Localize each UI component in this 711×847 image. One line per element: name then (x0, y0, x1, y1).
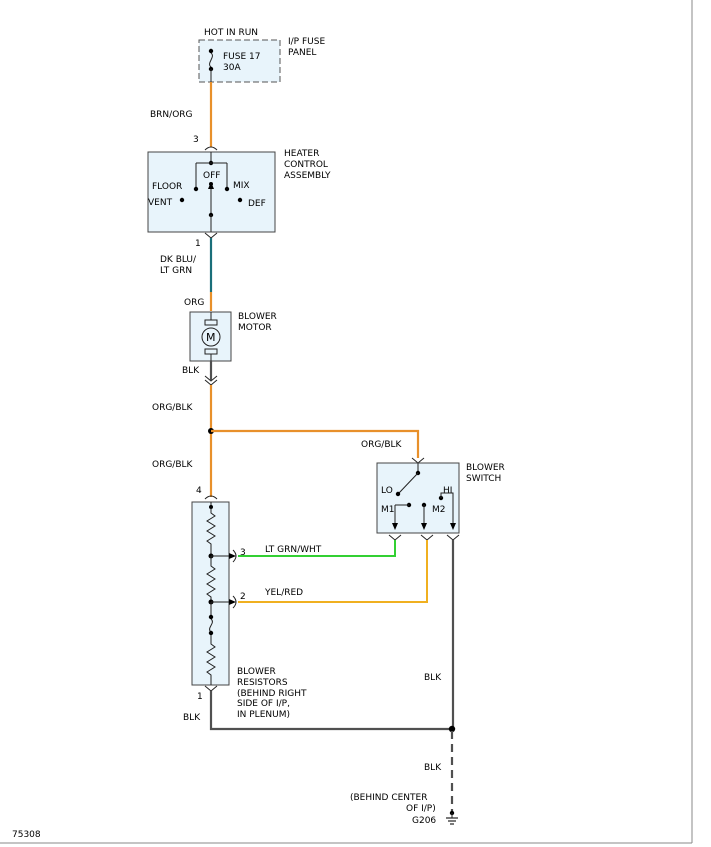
resistor-pin-bottom: 1 (197, 692, 203, 702)
heater-control-label-1: HEATER (284, 149, 319, 159)
switch-pos-lo: LO (381, 486, 393, 496)
ground-location-2: OF I/P) (406, 804, 436, 814)
ground-location-1: (BEHIND CENTER (350, 793, 427, 803)
heater-control-label-2: CONTROL (284, 160, 328, 170)
connector-resistor-top-icon (204, 495, 218, 500)
wire-label-blk-motor: BLK (182, 366, 200, 376)
blower-motor-label-1: BLOWER (238, 312, 277, 322)
wire-yel-red (238, 540, 428, 603)
resistor-pin-3: 3 (240, 548, 246, 558)
heater-control-label-3: ASSEMBLY (284, 171, 331, 181)
motor-symbol: M (206, 331, 216, 344)
heater-control-pin-top: 3 (193, 135, 199, 145)
blower-resistors: 4 1 3 2 BLOWER RESISTORS ( (191, 486, 307, 720)
blower-switch-label-1: BLOWER (466, 463, 505, 473)
wire-label-dk-blu-1: DK BLU/ (160, 255, 197, 265)
blower-switch: BLOWER SWITCH LO HI M1 M2 (376, 457, 505, 534)
fuse-symbol-icon (208, 48, 214, 82)
wire-lt-grn-wht (238, 540, 396, 557)
wire-label-blk-resistor: BLK (183, 713, 201, 723)
connector-bottom-icon (204, 232, 218, 239)
fuse-panel-label-1: I/P FUSE (288, 37, 325, 47)
fuse-rating-label: 30A (223, 63, 241, 73)
resistors-note-3: IN PLENUM) (237, 710, 290, 720)
switch-pos-m1: M1 (381, 505, 395, 515)
wire-label-org: ORG (184, 298, 204, 308)
wire-label-org-blk-switch: ORG/BLK (361, 440, 403, 450)
resistor-pin-2: 2 (240, 592, 246, 602)
fuse-panel-box (198, 39, 281, 83)
blower-resistors-box (191, 501, 230, 686)
wire-label-org-blk-2: ORG/BLK (152, 460, 194, 470)
heater-control-pin-bottom: 1 (195, 239, 201, 249)
resistors-label-2: RESISTORS (237, 678, 288, 688)
ground-icon (446, 813, 458, 825)
heater-selector-arrow-icon (208, 182, 214, 214)
heater-control-assembly: 3 HEATER CONTROL ASSEMBLY OFF FLOOR MIX … (147, 135, 331, 249)
switch-pos-m2: M2 (432, 505, 446, 515)
connector-top-icon (204, 146, 218, 151)
heater-pos-def: DEF (248, 199, 266, 209)
connector-switch-top-icon (411, 457, 425, 464)
resistor-3-icon (206, 635, 216, 685)
heater-pos-off: OFF (203, 171, 220, 181)
resistors-label-1: BLOWER (237, 667, 276, 677)
blower-motor-label-2: MOTOR (238, 323, 272, 333)
fuse-name-label: FUSE 17 (223, 52, 260, 62)
heater-pos-vent: VENT (148, 198, 173, 208)
figure-id: 75308 (12, 830, 41, 840)
resistor-1-icon (206, 509, 216, 556)
wire-label-blk-ground: BLK (424, 763, 442, 773)
switch-blade-icon (398, 472, 419, 494)
blower-motor: BLOWER MOTOR M (189, 311, 277, 362)
resistor-pin-top: 4 (196, 486, 202, 496)
connector-switch-m1-icon (388, 534, 402, 541)
wire-label-blk-switch: BLK (424, 673, 442, 683)
resistor-2-icon (206, 556, 216, 602)
hot-in-run-label: HOT IN RUN (204, 28, 258, 38)
wire-label-brn-org: BRN/ORG (150, 110, 193, 120)
heater-pos-floor: FLOOR (152, 182, 182, 192)
heater-pos-mix: MIX (233, 181, 250, 191)
wire-label-yel-red: YEL/RED (264, 588, 303, 598)
resistors-note-2: SIDE OF I/P, (237, 699, 290, 709)
switch-pos-hi: HI (443, 486, 452, 496)
connector-switch-m2-icon (420, 534, 434, 541)
wire-label-lt-grn-wht: LT GRN/WHT (265, 545, 322, 555)
wire-label-dk-blu-2: LT GRN (160, 266, 192, 276)
fuse-panel-label-2: PANEL (288, 48, 316, 58)
blower-switch-label-2: SWITCH (466, 474, 501, 484)
splice-ground (448, 725, 456, 733)
connector-switch-hi-icon (446, 534, 460, 541)
fuse-panel: HOT IN RUN I/P FUSE PANEL FUSE 17 30A (198, 28, 325, 83)
wire-label-org-blk-1: ORG/BLK (152, 403, 194, 413)
motor-icon: M (201, 327, 221, 347)
wire-org-blk-switch (211, 429, 420, 458)
connector-resistor-bottom-icon (204, 685, 218, 692)
ground-id: G206 (412, 816, 436, 826)
resistors-note-1: (BEHIND RIGHT (237, 689, 307, 699)
connector-resistor-pin3-icon (232, 549, 237, 563)
connector-resistor-pin2-icon (232, 595, 237, 609)
wire-blk-resistor (209, 691, 453, 731)
